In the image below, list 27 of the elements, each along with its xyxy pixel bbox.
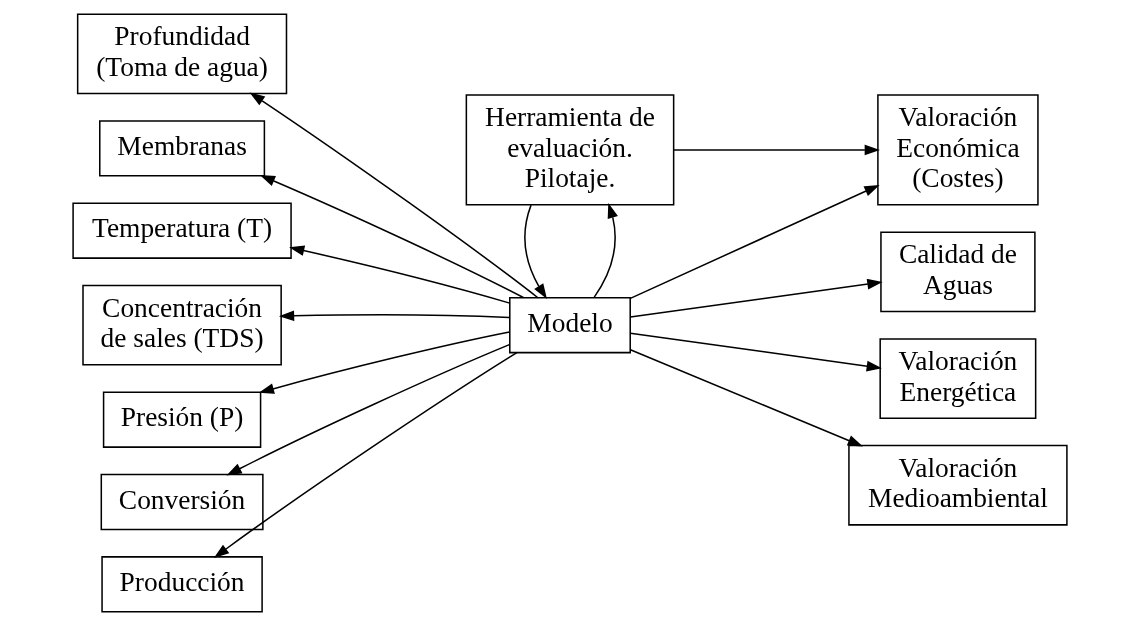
- arrow: [629, 348, 863, 447]
- node-box: Valoración Económica (Costes): [876, 94, 1039, 206]
- node-box: Profundidad (Toma de agua): [76, 13, 287, 95]
- arrow: [225, 343, 510, 476]
- node-box: Valoración Medioambiental: [847, 444, 1068, 526]
- arrow: [523, 204, 547, 300]
- arrow: [629, 278, 883, 318]
- node-box: Concentración de sales (TDS): [81, 284, 282, 366]
- arrow: [629, 332, 882, 372]
- arrow: [213, 351, 518, 559]
- arrow: [249, 92, 539, 299]
- arrow: [258, 331, 510, 394]
- node-box: Conversión: [100, 473, 264, 531]
- node-box: Temperatura (T): [71, 202, 292, 259]
- node-box: Presión (P): [102, 391, 261, 448]
- arrow: [259, 175, 524, 299]
- node-box: Modelo: [508, 297, 631, 354]
- node-box: Producción: [100, 556, 263, 613]
- arrow: [593, 202, 618, 298]
- node-box: Valoración Energética: [878, 338, 1036, 419]
- arrow: [278, 310, 510, 322]
- node-box: Calidad de Aguas: [879, 231, 1036, 313]
- arrow: [629, 184, 880, 300]
- arrow: [672, 144, 880, 156]
- node-box: Membranas: [98, 120, 265, 177]
- node-box: Herramienta de evaluación. Pilotaje.: [465, 94, 674, 206]
- arrow: [288, 245, 510, 304]
